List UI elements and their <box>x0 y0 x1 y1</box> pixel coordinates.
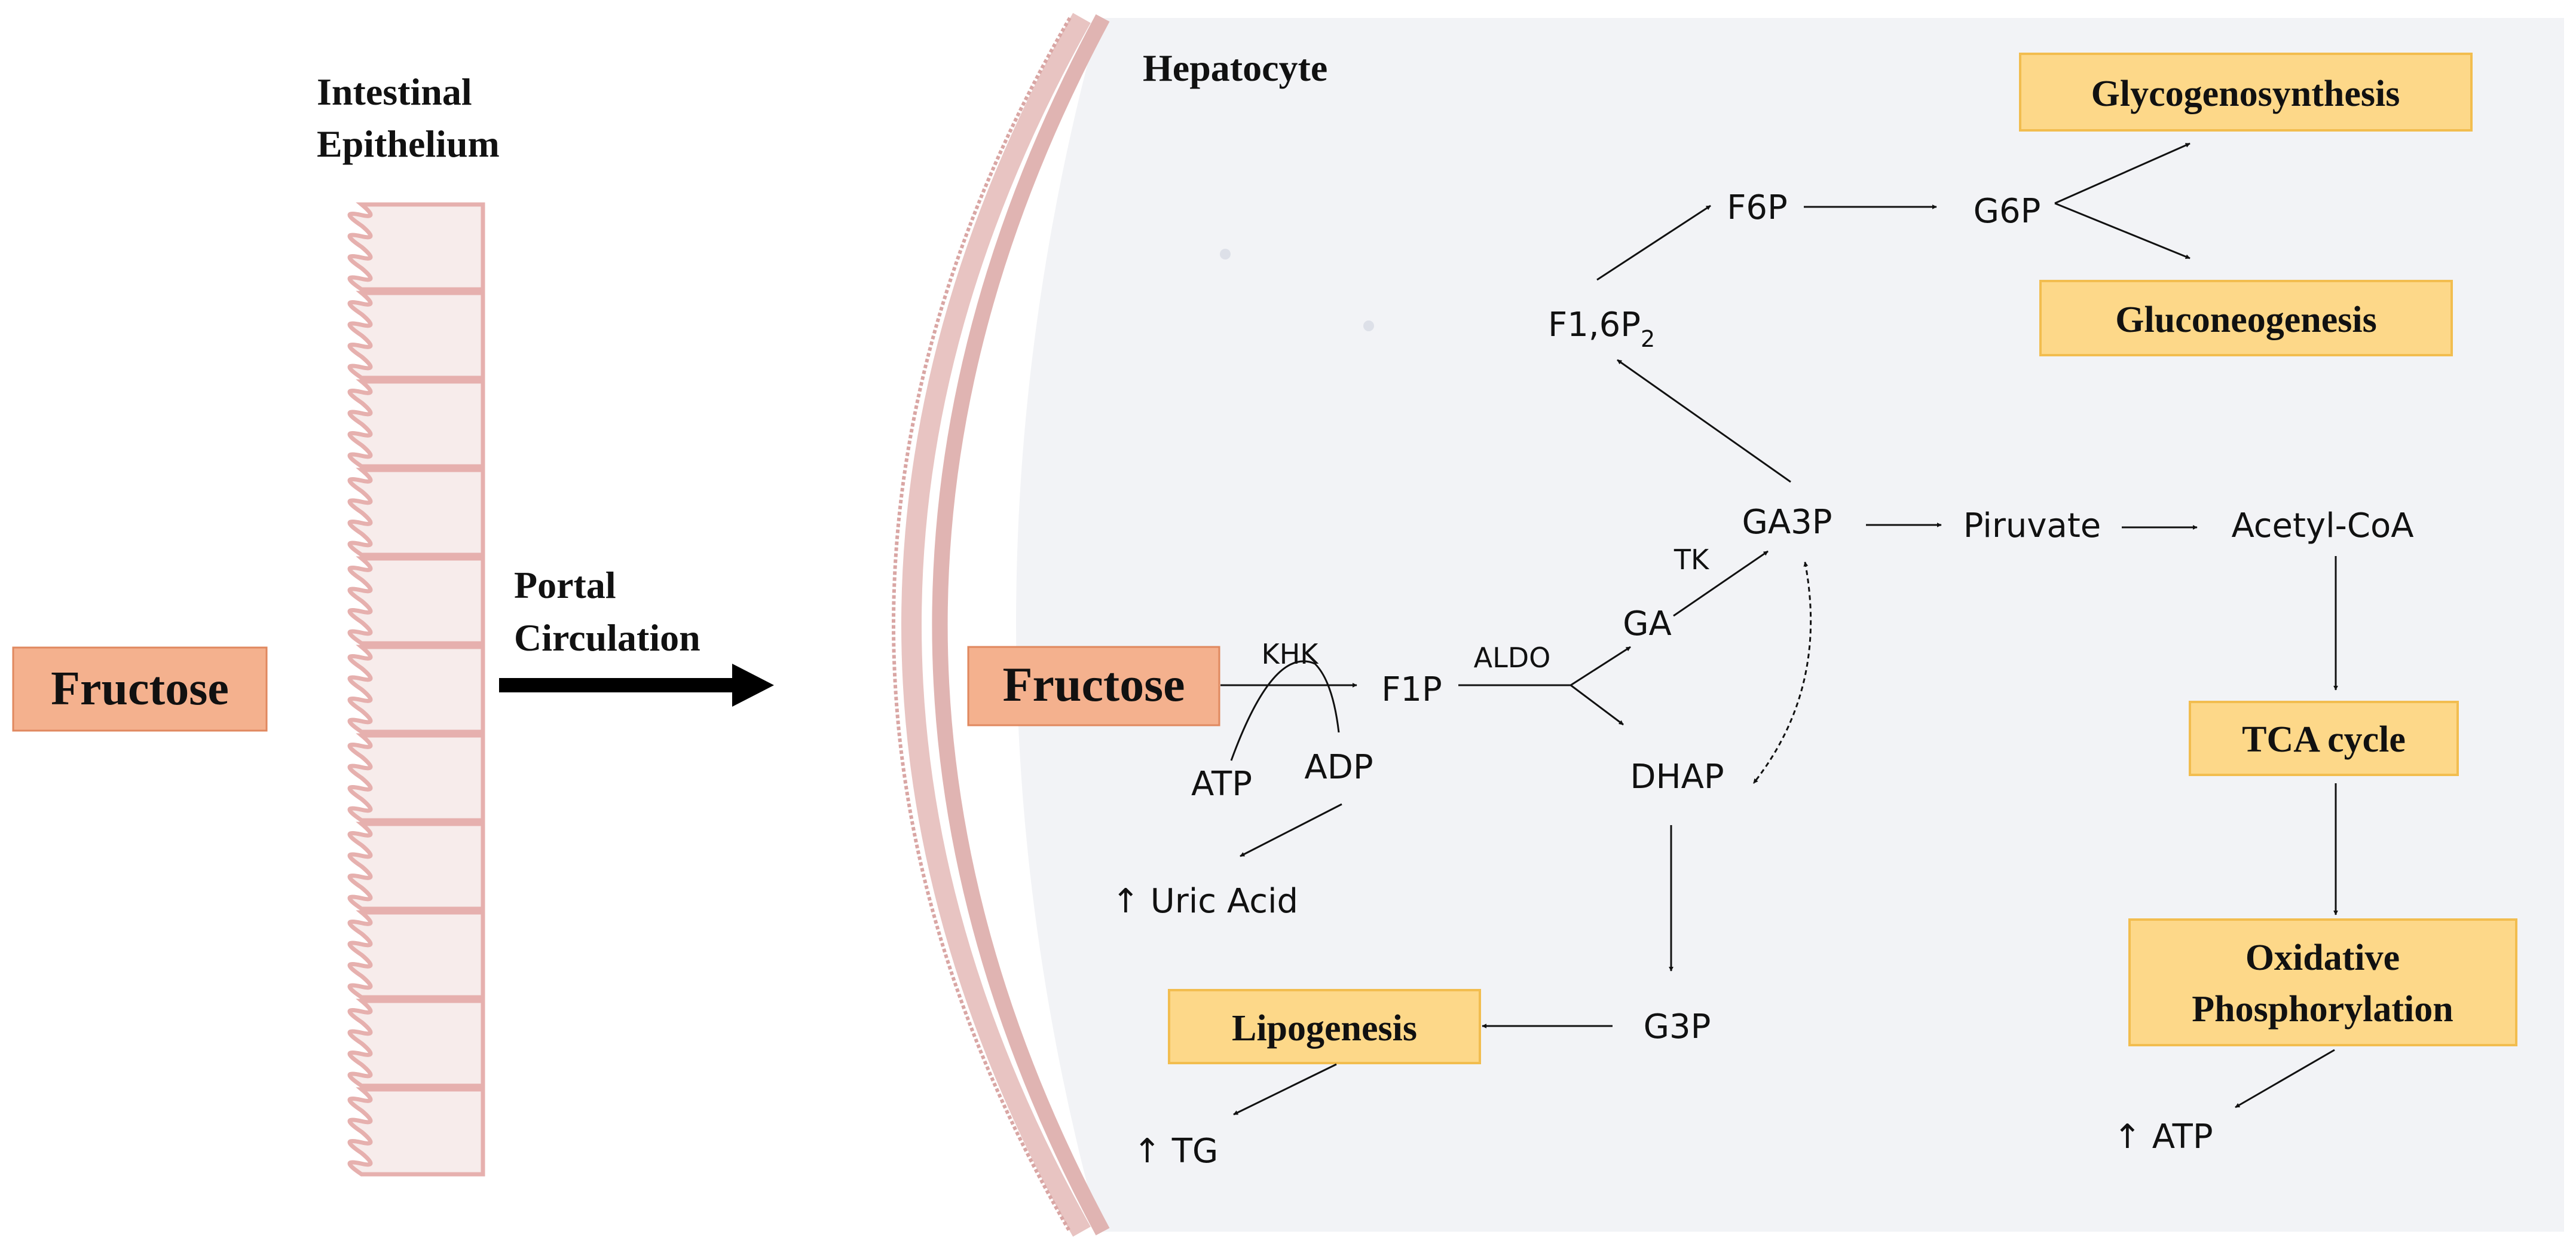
villus-icon <box>347 202 485 292</box>
villus-icon <box>347 733 485 823</box>
portal-arrow-head <box>732 664 774 707</box>
arrow-icon <box>1617 359 1791 483</box>
fructose-box-inside <box>967 646 1220 726</box>
dashed-isomerase-arrow <box>1752 561 1812 784</box>
ga3p-label: GA3P <box>1742 503 1832 542</box>
f1p-label: F1P <box>1381 670 1442 709</box>
aldo-label: ALDO <box>1474 642 1551 674</box>
ga-label: GA <box>1623 604 1672 643</box>
uric-acid-label: ↑ Uric Acid <box>1112 882 1298 921</box>
villus-icon <box>347 998 485 1088</box>
villus-icon <box>347 822 485 911</box>
arrow-icon <box>1240 803 1342 857</box>
arrow-icon <box>2054 202 2190 259</box>
intestinal-label-line1: Intestinal <box>317 71 472 113</box>
adp-label: ADP <box>1304 748 1373 787</box>
atp-out-label: ↑ ATP <box>2113 1117 2213 1156</box>
oxphos-box <box>2128 918 2517 1046</box>
arrow-icon <box>2235 1049 2335 1109</box>
villus-icon <box>347 379 485 469</box>
f16p2-label: F1,6P2 <box>1548 306 1655 352</box>
atp-label: ATP <box>1191 765 1252 804</box>
lipogenesis-label: Lipogenesis <box>1232 1008 1417 1049</box>
arrow-icon <box>1233 1063 1337 1116</box>
tk-label: TK <box>1674 543 1710 576</box>
f16p2-subscript: 2 <box>1641 326 1655 352</box>
f16p2-main: F1,6P <box>1548 306 1641 344</box>
villus-icon <box>347 468 485 557</box>
villus-icon <box>347 291 485 380</box>
fructose-label-outside: Fructose <box>51 662 229 715</box>
arrow-icon <box>1570 684 1624 726</box>
oxphos-label-line1: Oxidative <box>2245 938 2400 978</box>
villus-icon <box>347 556 485 646</box>
tca-cycle-box <box>2189 701 2459 776</box>
acetyl-coa-label: Acetyl-CoA <box>2231 506 2413 545</box>
tg-label: ↑ TG <box>1133 1132 1218 1171</box>
f6p-label: F6P <box>1727 188 1788 227</box>
villus-icon <box>347 910 485 1000</box>
oxphos-label-line2: Phosphorylation <box>2192 989 2453 1030</box>
g6p-label: G6P <box>1974 192 2041 231</box>
intestinal-epithelium <box>347 202 485 1177</box>
gluconeogenesis-label: Gluconeogenesis <box>2115 300 2376 340</box>
pathway-arrows <box>1220 142 2338 1116</box>
arrow-icon <box>1673 550 1769 617</box>
intestinal-label-line2: Epithelium <box>317 123 500 165</box>
tca-cycle-label: TCA cycle <box>2242 719 2406 760</box>
portal-label-line2: Circulation <box>514 616 700 659</box>
hepatocyte-label: Hepatocyte <box>1143 47 1327 89</box>
arrow-icon <box>2054 142 2190 204</box>
vesicle-dot <box>1363 320 1374 331</box>
fructose-box-outside <box>12 646 268 732</box>
atp-adp-arc <box>1230 660 1340 761</box>
cell-membrane-edge <box>892 17 1072 1233</box>
vesicle-dot <box>1220 249 1231 259</box>
gluconeogenesis-box <box>2039 280 2453 356</box>
arrow-icon <box>1570 646 1631 686</box>
g3p-label: G3P <box>1644 1007 1711 1046</box>
arrow-icon <box>1596 204 1711 281</box>
cell-membrane-inner <box>932 14 1110 1236</box>
portal-label-line1: Portal <box>514 564 616 606</box>
fructose-label-inside: Fructose <box>1002 657 1185 712</box>
cell-membrane-outer <box>901 13 1091 1237</box>
lipogenesis-box <box>1168 989 1481 1064</box>
glycogenosynthesis-label: Glycogenosynthesis <box>2091 74 2400 114</box>
villus-icon <box>347 1087 485 1177</box>
dhap-label: DHAP <box>1630 758 1724 796</box>
piruvate-label: Piruvate <box>1963 506 2101 545</box>
glycogenosynthesis-box <box>2019 53 2473 132</box>
villus-icon <box>347 645 485 734</box>
